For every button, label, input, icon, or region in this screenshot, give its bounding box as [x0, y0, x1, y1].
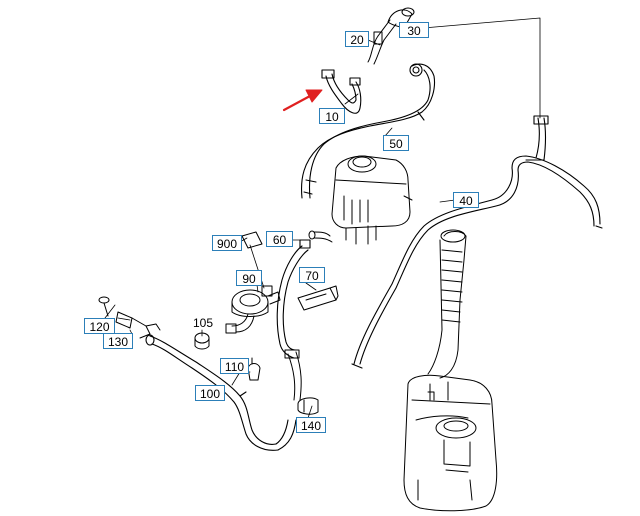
leader-120	[117, 317, 131, 321]
part-120-bolt	[98, 296, 161, 339]
part-105-grommet	[194, 332, 210, 350]
part-20-connector	[367, 31, 385, 65]
callout-110[interactable]: 110	[220, 358, 249, 374]
leader-30	[399, 17, 541, 119]
part-50-hose	[300, 63, 436, 199]
part-10-hose	[321, 69, 362, 114]
callout-90[interactable]: 90	[236, 270, 262, 286]
part-110-clip	[247, 357, 261, 381]
callout-120[interactable]: 120	[84, 318, 115, 334]
part-60-hose	[276, 239, 311, 359]
highlight-arrow	[282, 89, 323, 112]
part-40-hose	[351, 115, 603, 369]
leader-100	[231, 371, 241, 386]
expansion-tank	[308, 155, 413, 245]
leader-140	[307, 405, 313, 419]
callout-130[interactable]: 130	[103, 333, 133, 349]
part-70-bracket	[297, 285, 339, 311]
callout-40[interactable]: 40	[453, 192, 479, 208]
callout-100[interactable]: 100	[195, 385, 225, 401]
callout-30[interactable]: 30	[399, 22, 429, 38]
callout-60[interactable]: 60	[266, 231, 293, 247]
leader-70	[305, 282, 317, 291]
leader-40	[439, 199, 456, 203]
callout-50[interactable]: 50	[383, 135, 409, 151]
callout-10[interactable]: 10	[319, 108, 345, 124]
leader-50	[384, 127, 393, 137]
callout-900[interactable]: 900	[212, 235, 242, 251]
lower-hose	[284, 349, 302, 401]
callout-70[interactable]: 70	[299, 267, 325, 283]
part-100-hose	[145, 334, 297, 451]
callout-105[interactable]: 105	[192, 316, 214, 330]
part-30-connector	[377, 7, 415, 41]
leader-120b	[104, 304, 116, 319]
part-140-clamp	[297, 397, 319, 415]
part-90-pump	[225, 231, 281, 334]
callout-20[interactable]: 20	[345, 31, 369, 47]
callout-140[interactable]: 140	[296, 417, 326, 433]
washer-reservoir	[403, 229, 498, 512]
